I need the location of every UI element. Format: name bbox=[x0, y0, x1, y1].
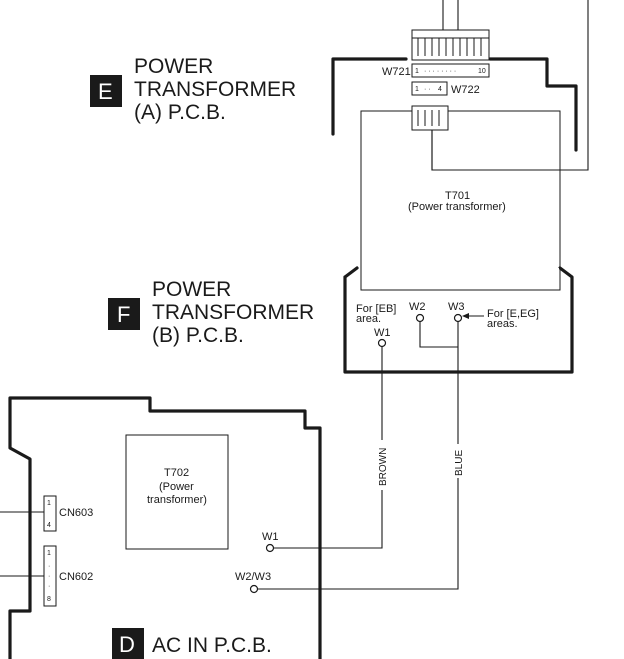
board-e-title-1: POWER bbox=[134, 55, 213, 78]
connector-cn602: 1 · · · 8 CN602 bbox=[0, 545, 93, 607]
board-d-outline bbox=[8, 396, 322, 659]
t702-name: T702 bbox=[164, 467, 189, 479]
w721-pin-end: 10 bbox=[478, 68, 486, 75]
board-f-letter: F bbox=[117, 302, 130, 327]
note-eeg-line-2: areas. bbox=[487, 318, 518, 330]
t701-box bbox=[360, 110, 561, 291]
board-e-letter: E bbox=[98, 79, 113, 104]
w722-label: W722 bbox=[451, 84, 480, 96]
f-w3-label: W3 bbox=[448, 301, 465, 313]
board-e-outline bbox=[331, 57, 578, 152]
board-f: F POWER TRANSFORMER (B) P.C.B. For [EB] … bbox=[108, 266, 574, 590]
svg-text:· · · · · · · ·: · · · · · · · · bbox=[424, 68, 456, 75]
brown-wire bbox=[274, 346, 383, 549]
t701-lead bbox=[431, 130, 588, 171]
f-w2-terminal bbox=[415, 313, 425, 323]
svg-text:·: · bbox=[48, 563, 50, 570]
board-f-title-2: TRANSFORMER bbox=[152, 301, 314, 324]
f-w2-label: W2 bbox=[409, 301, 426, 313]
w721-pin-start: 1 bbox=[415, 68, 419, 75]
d-w2w3-terminal bbox=[249, 584, 259, 594]
cn603-label: CN603 bbox=[59, 507, 93, 519]
board-d-title: AC IN P.C.B. bbox=[152, 634, 272, 657]
svg-text:1: 1 bbox=[47, 550, 51, 557]
board-f-title-3: (B) P.C.B. bbox=[152, 324, 244, 347]
board-d: T702 (Power transformer) 1 4 CN603 1 · ·… bbox=[0, 396, 322, 659]
board-d-letter: D bbox=[119, 632, 135, 657]
blue-wire-label: BLUE bbox=[454, 450, 465, 476]
blue-wire bbox=[258, 321, 459, 590]
note-eeg-arrowhead bbox=[462, 313, 469, 319]
d-w2w3-label: W2/W3 bbox=[235, 571, 271, 583]
f-w1-label: W1 bbox=[374, 327, 391, 339]
t702-box bbox=[125, 434, 229, 550]
svg-text:·: · bbox=[48, 573, 50, 580]
w721-label: W721 bbox=[382, 66, 411, 78]
t701-name: T701 bbox=[445, 190, 470, 202]
board-d-letter-box bbox=[112, 628, 144, 659]
svg-text:4: 4 bbox=[47, 522, 51, 529]
board-e-title-3: (A) P.C.B. bbox=[134, 101, 226, 124]
w722-pin-end: 4 bbox=[438, 86, 442, 93]
w722-pin-start: 1 bbox=[415, 86, 419, 93]
t701-desc: (Power transformer) bbox=[408, 201, 506, 213]
connector-cn603: 1 4 CN603 bbox=[0, 495, 93, 532]
board-f-outline bbox=[343, 266, 574, 374]
cn602-label: CN602 bbox=[59, 571, 93, 583]
svg-text:1: 1 bbox=[47, 500, 51, 507]
f-w3-terminal bbox=[453, 313, 463, 323]
svg-text:8: 8 bbox=[47, 596, 51, 603]
d-w1-label: W1 bbox=[262, 531, 279, 543]
note-eb-line-1: For [EB] bbox=[356, 303, 396, 315]
d-w1-terminal bbox=[265, 543, 275, 553]
transformer-t701: T701 (Power transformer) bbox=[360, 105, 588, 291]
t702-desc-1: (Power bbox=[159, 481, 194, 493]
w721-pins bbox=[412, 37, 489, 56]
board-e-title-2: TRANSFORMER bbox=[134, 78, 296, 101]
board-f-letter-box bbox=[108, 298, 140, 330]
board-e: 1 · · · · · · · · 10 W721 1 · · 4 W722 E… bbox=[90, 0, 589, 171]
f-w1-terminal bbox=[377, 338, 387, 348]
note-eeg-line-1: For [E,EG] bbox=[487, 308, 539, 320]
t702-desc-2: transformer) bbox=[147, 494, 207, 506]
svg-text:· ·: · · bbox=[424, 86, 431, 93]
connector-w721: 1 · · · · · · · · 10 W721 bbox=[382, 29, 490, 78]
f-w2-jumper bbox=[419, 321, 458, 348]
note-eb-line-2: area. bbox=[356, 313, 381, 325]
svg-text:·: · bbox=[48, 583, 50, 590]
brown-wire-label: BROWN bbox=[378, 448, 389, 486]
board-e-letter-box bbox=[90, 75, 122, 107]
board-f-title-1: POWER bbox=[152, 278, 231, 301]
